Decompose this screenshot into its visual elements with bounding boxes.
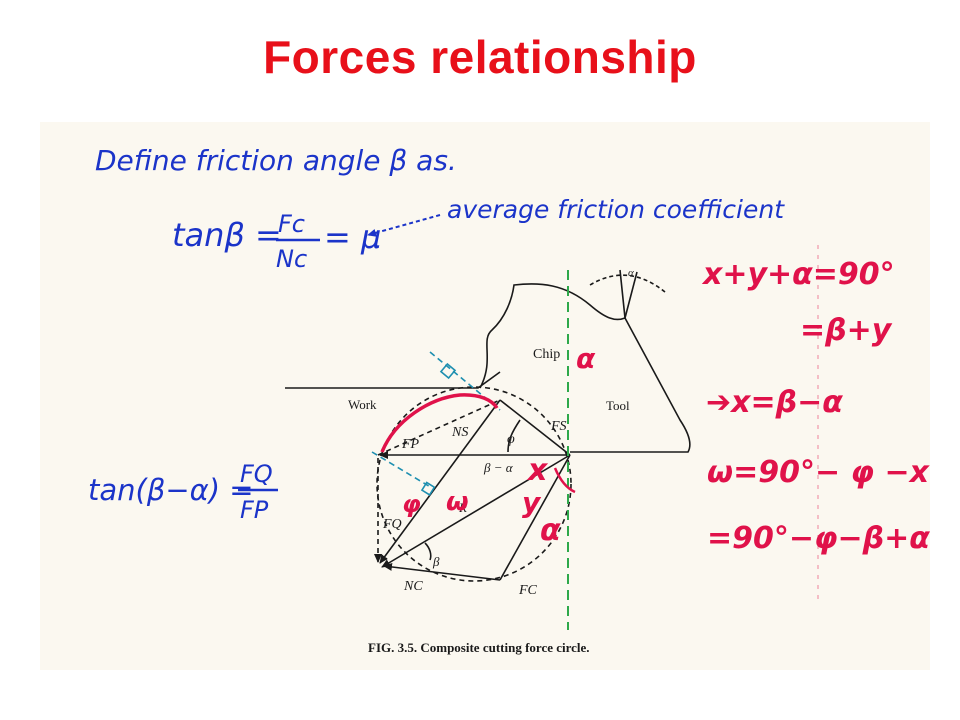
beta-minus-alpha-label: β − α	[483, 460, 514, 475]
slide-title: Forces relationship	[263, 31, 697, 83]
handwritten-notes: Define friction angle β as. tanβ = Fc Nc…	[88, 144, 785, 524]
figure-caption: FIG. 3.5. Composite cutting force circle…	[368, 640, 590, 655]
phi-label: φ	[507, 432, 515, 447]
work-surface-line	[285, 371, 501, 389]
alpha-low-annotation: α	[540, 513, 561, 548]
y-angle-annotation: y	[522, 486, 542, 519]
tool-outline	[570, 317, 691, 453]
equation-line-1: x+y+α=90°	[701, 257, 895, 292]
tan-beta-denominator: Nc	[276, 245, 307, 273]
tan-beta-numerator: Fc	[278, 210, 305, 238]
fs-chord-line	[377, 399, 501, 456]
red-diagram-symbols: α x y α ω φ	[402, 342, 596, 548]
phi-arc	[507, 419, 521, 453]
y-angle-arc	[553, 467, 576, 494]
nc-force-line	[383, 562, 501, 581]
alpha-chip-annotation: α	[576, 342, 596, 375]
right-angle-marker-top	[439, 362, 457, 380]
chip-label: Chip	[533, 347, 560, 362]
work-label: Work	[348, 397, 377, 412]
beta-arc	[424, 542, 432, 561]
resultant-R-line	[381, 454, 571, 568]
beta-label: β	[432, 554, 440, 569]
omega-annotation: ω	[446, 487, 469, 517]
equation-line-5: =90°−φ−β+α	[707, 521, 930, 556]
fq-label: FQ	[382, 517, 402, 532]
chip-outline	[479, 283, 626, 389]
equation-line-2: =β+y	[800, 313, 893, 348]
printed-diagram	[285, 269, 691, 582]
tool-label: Tool	[606, 398, 630, 413]
rake-angle-arc	[589, 274, 666, 293]
printed-labels: Chip Work Tool α FP NS FS φ β − α FQ R β…	[348, 267, 634, 655]
tan-beta-lhs: tanβ =	[172, 216, 282, 254]
tan2-denominator: FP	[240, 496, 269, 524]
arrow-to-mu-icon	[367, 214, 441, 237]
construction-line-left	[371, 451, 433, 489]
phi-annotation: φ	[402, 490, 421, 518]
fc-label: FC	[518, 583, 538, 598]
ns-label: NS	[451, 425, 468, 440]
rake-face-line	[624, 271, 638, 319]
x-angle-annotation: x	[526, 453, 549, 488]
rake-reference-line	[619, 269, 626, 319]
red-annotations	[380, 393, 576, 494]
construction-lines	[371, 351, 501, 496]
shear-plane-line	[499, 399, 571, 456]
fs-label: FS	[550, 419, 567, 434]
ns-force-line	[379, 399, 501, 564]
average-friction-label: average friction coefficient	[447, 195, 785, 224]
fp-label: FP	[401, 437, 420, 452]
red-equations: x+y+α=90° =β+y ➔x=β−α ω=90°− φ −x =90°−φ…	[701, 257, 931, 556]
phi-arc-highlight	[380, 393, 499, 453]
tan2-numerator: FQ	[240, 460, 273, 488]
tan-beta-minus-alpha-lhs: tan(β−α) =	[88, 473, 254, 507]
force-circle	[376, 386, 572, 582]
rake-alpha-label: α	[628, 267, 634, 279]
tan-beta-rhs: = μ	[324, 218, 381, 256]
r-label: R	[458, 500, 467, 515]
define-friction-angle-text: Define friction angle β as.	[95, 144, 457, 177]
right-angle-marker-left	[420, 481, 436, 496]
equation-line-3: ➔x=β−α	[706, 385, 843, 420]
equation-line-4: ω=90°− φ −x	[707, 455, 931, 490]
nc-label: NC	[403, 579, 423, 594]
